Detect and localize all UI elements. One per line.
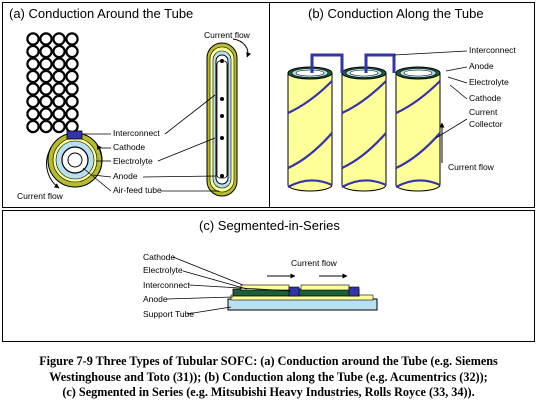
label-current: Current xyxy=(469,107,498,117)
bundle-tube xyxy=(52,107,66,121)
bundle-tube xyxy=(65,82,79,96)
label-cathode: Cathode xyxy=(143,252,175,262)
bundle-tube xyxy=(52,32,66,46)
caption-line-2: Westinghouse and Toto (31)); (b) Conduct… xyxy=(49,369,488,384)
bundle-tube xyxy=(26,32,40,46)
bundle-tube xyxy=(26,107,40,121)
bundle-tube xyxy=(52,69,66,84)
support-tube xyxy=(227,298,378,311)
bundle-tube xyxy=(65,94,79,109)
bundle-tube xyxy=(52,44,66,59)
bundle-tube xyxy=(39,82,53,96)
label-electrolyte: Electrolyte xyxy=(469,77,509,87)
label-interconnect: Interconnect xyxy=(469,45,516,55)
fuel-cell-cylinder xyxy=(341,66,387,192)
bundle-tube xyxy=(26,82,40,96)
label-cathode: Cathode xyxy=(469,93,501,103)
label-anode: Anode xyxy=(143,294,168,304)
panel-segmented-in-series: (c) Segmented-in-Series Current flow Cat… xyxy=(2,210,535,342)
cylinder-group xyxy=(287,66,441,192)
bundle-tube xyxy=(65,69,79,84)
bundle-tube xyxy=(39,107,53,121)
bundle-tube xyxy=(65,57,79,71)
caption-line-3: (c) Segmented in Series (e.g. Mitsubishi… xyxy=(62,385,475,399)
tube-bundle xyxy=(26,32,79,134)
bundle-tube xyxy=(52,82,66,96)
label-anode: Anode xyxy=(113,171,138,181)
label-current-flow-top: Current flow xyxy=(204,30,251,40)
panel-c-diagram: Current flow Cathode Electrolyte Interco… xyxy=(143,252,378,319)
label-electrolyte: Electrolyte xyxy=(113,156,153,166)
panel-a-title: (a) Conduction Around the Tube xyxy=(9,6,194,21)
fuel-cell-cylinder xyxy=(395,66,441,192)
interconnect-block xyxy=(66,130,83,140)
bundle-tube xyxy=(26,119,40,134)
bundle-tube xyxy=(39,69,53,84)
label-anode: Anode xyxy=(469,61,494,71)
bundle-tube xyxy=(65,107,79,121)
bundle-tube xyxy=(65,32,79,46)
bundle-tube xyxy=(52,57,66,71)
label-current-flow: Current flow xyxy=(291,258,338,268)
label-air-feed-tube: Air-feed tube xyxy=(113,185,162,195)
bundle-tube xyxy=(26,69,40,84)
bundle-tube xyxy=(52,94,66,109)
tube-cross-section xyxy=(46,130,103,189)
label-interconnect: Interconnect xyxy=(113,128,160,138)
panel-conduction-around-tube: (a) Conduction Around the Tube xyxy=(2,2,271,208)
bundle-tube xyxy=(39,32,53,46)
panel-conduction-along-tube: (b) Conduction Along the Tube Interconne… xyxy=(269,2,535,208)
panel-b-title: (b) Conduction Along the Tube xyxy=(308,6,484,21)
bundle-tube xyxy=(39,44,53,59)
label-support-tube: Support Tube xyxy=(143,309,194,319)
label-electrolyte: Electrolyte xyxy=(143,265,183,275)
label-cathode: Cathode xyxy=(113,142,145,152)
tube-long-section xyxy=(206,38,252,197)
panel-a-diagram: Current flow Interconnect Cathode Electr… xyxy=(17,30,252,201)
panel-c-title: (c) Segmented-in-Series xyxy=(199,218,340,233)
figure-caption: Figure 7-9 Three Types of Tubular SOFC: … xyxy=(4,354,533,401)
bundle-tube xyxy=(52,119,66,134)
label-interconnect: Interconnect xyxy=(143,280,190,290)
caption-line-1: Figure 7-9 Three Types of Tubular SOFC: … xyxy=(39,354,498,368)
bundle-tube xyxy=(26,94,40,109)
bundle-tube xyxy=(39,94,53,109)
panel-b-diagram: Interconnect Anode Electrolyte Cathode C… xyxy=(287,45,516,192)
label-current-flow-bottom: Current flow xyxy=(17,191,64,201)
label-collector: Collector xyxy=(469,119,503,129)
label-current-flow: Current flow xyxy=(448,162,495,172)
interconnect-strap xyxy=(310,53,396,73)
bundle-tube xyxy=(39,119,53,134)
bundle-tube xyxy=(26,57,40,71)
bundle-tube xyxy=(65,119,79,134)
bundle-tube xyxy=(65,44,79,59)
bundle-tube xyxy=(39,57,53,71)
fuel-cell-cylinder xyxy=(287,66,333,192)
bundle-tube xyxy=(26,44,40,59)
